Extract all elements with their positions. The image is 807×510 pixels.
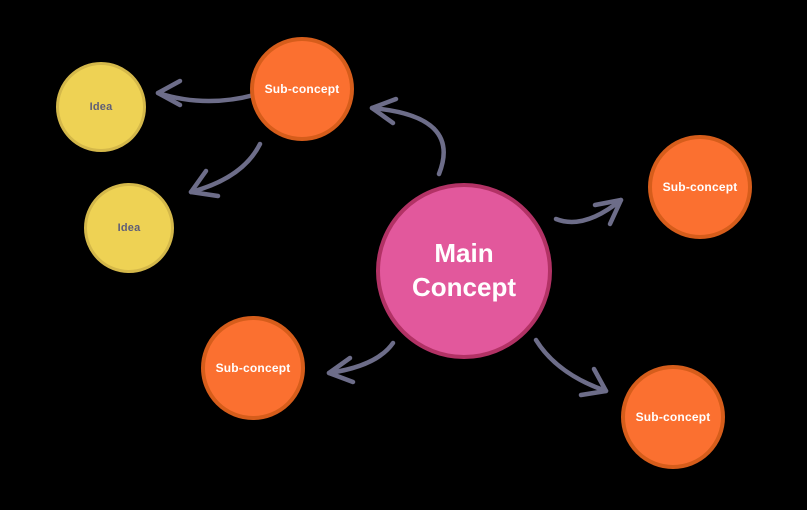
sub-concept-label: Sub-concept	[635, 410, 711, 424]
main-concept-label: Main Concept	[412, 238, 516, 302]
connector-main-to-sub-bottom-right	[533, 337, 609, 398]
connector-main-to-sub-bottom-left	[326, 340, 396, 385]
sub-concept-node-bottom-right[interactable]: Sub-concept	[621, 365, 725, 469]
connector-sub-top-to-idea-top	[155, 78, 257, 108]
sub-concept-label: Sub-concept	[215, 361, 291, 375]
sub-concept-label: Sub-concept	[264, 82, 340, 96]
sub-concept-node-right[interactable]: Sub-concept	[648, 135, 752, 239]
idea-node-top[interactable]: Idea	[56, 62, 146, 152]
connector-main-to-sub-top	[369, 96, 446, 177]
connector-sub-top-to-idea-bottom	[188, 141, 263, 199]
idea-label: Idea	[117, 222, 141, 234]
sub-concept-node-top[interactable]: Sub-concept	[250, 37, 354, 141]
main-concept-node[interactable]: Main Concept	[376, 183, 552, 359]
connector-main-to-sub-right	[553, 197, 624, 227]
idea-node-bottom[interactable]: Idea	[84, 183, 174, 273]
sub-concept-node-bottom-left[interactable]: Sub-concept	[201, 316, 305, 420]
idea-label: Idea	[89, 101, 113, 113]
sub-concept-label: Sub-concept	[662, 180, 738, 194]
